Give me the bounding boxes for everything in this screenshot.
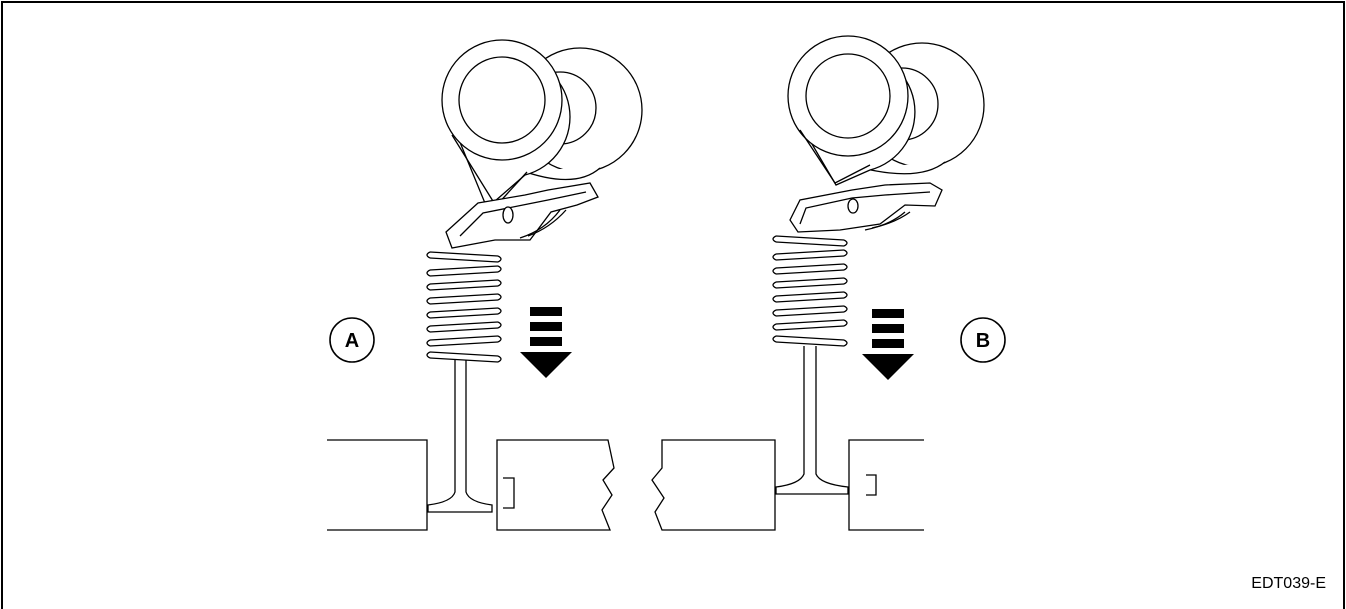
cylinder-block-a-right [496, 439, 615, 531]
callout-b: B [960, 317, 1006, 363]
arrow-down-b [862, 309, 914, 380]
assembly-a [327, 39, 643, 531]
callout-b-label: B [976, 330, 990, 352]
arrow-down-a [520, 307, 572, 378]
camshaft-a [441, 39, 643, 210]
cylinder-block-b-left [651, 439, 776, 531]
cylinder-block-a-left [327, 439, 428, 531]
camshaft-b [787, 35, 985, 186]
rocker-arm-a [445, 182, 599, 249]
rocker-arm-b [789, 182, 943, 233]
valve-spring-b [772, 235, 848, 347]
callout-a: A [329, 317, 375, 363]
cylinder-block-b-right [848, 439, 924, 531]
valve-a [427, 360, 493, 513]
assembly-b [651, 35, 985, 531]
valve-b [775, 346, 849, 495]
callout-a-label: A [345, 330, 359, 352]
figure-code: EDT039-E [1251, 575, 1326, 592]
valve-spring-a [426, 251, 502, 363]
